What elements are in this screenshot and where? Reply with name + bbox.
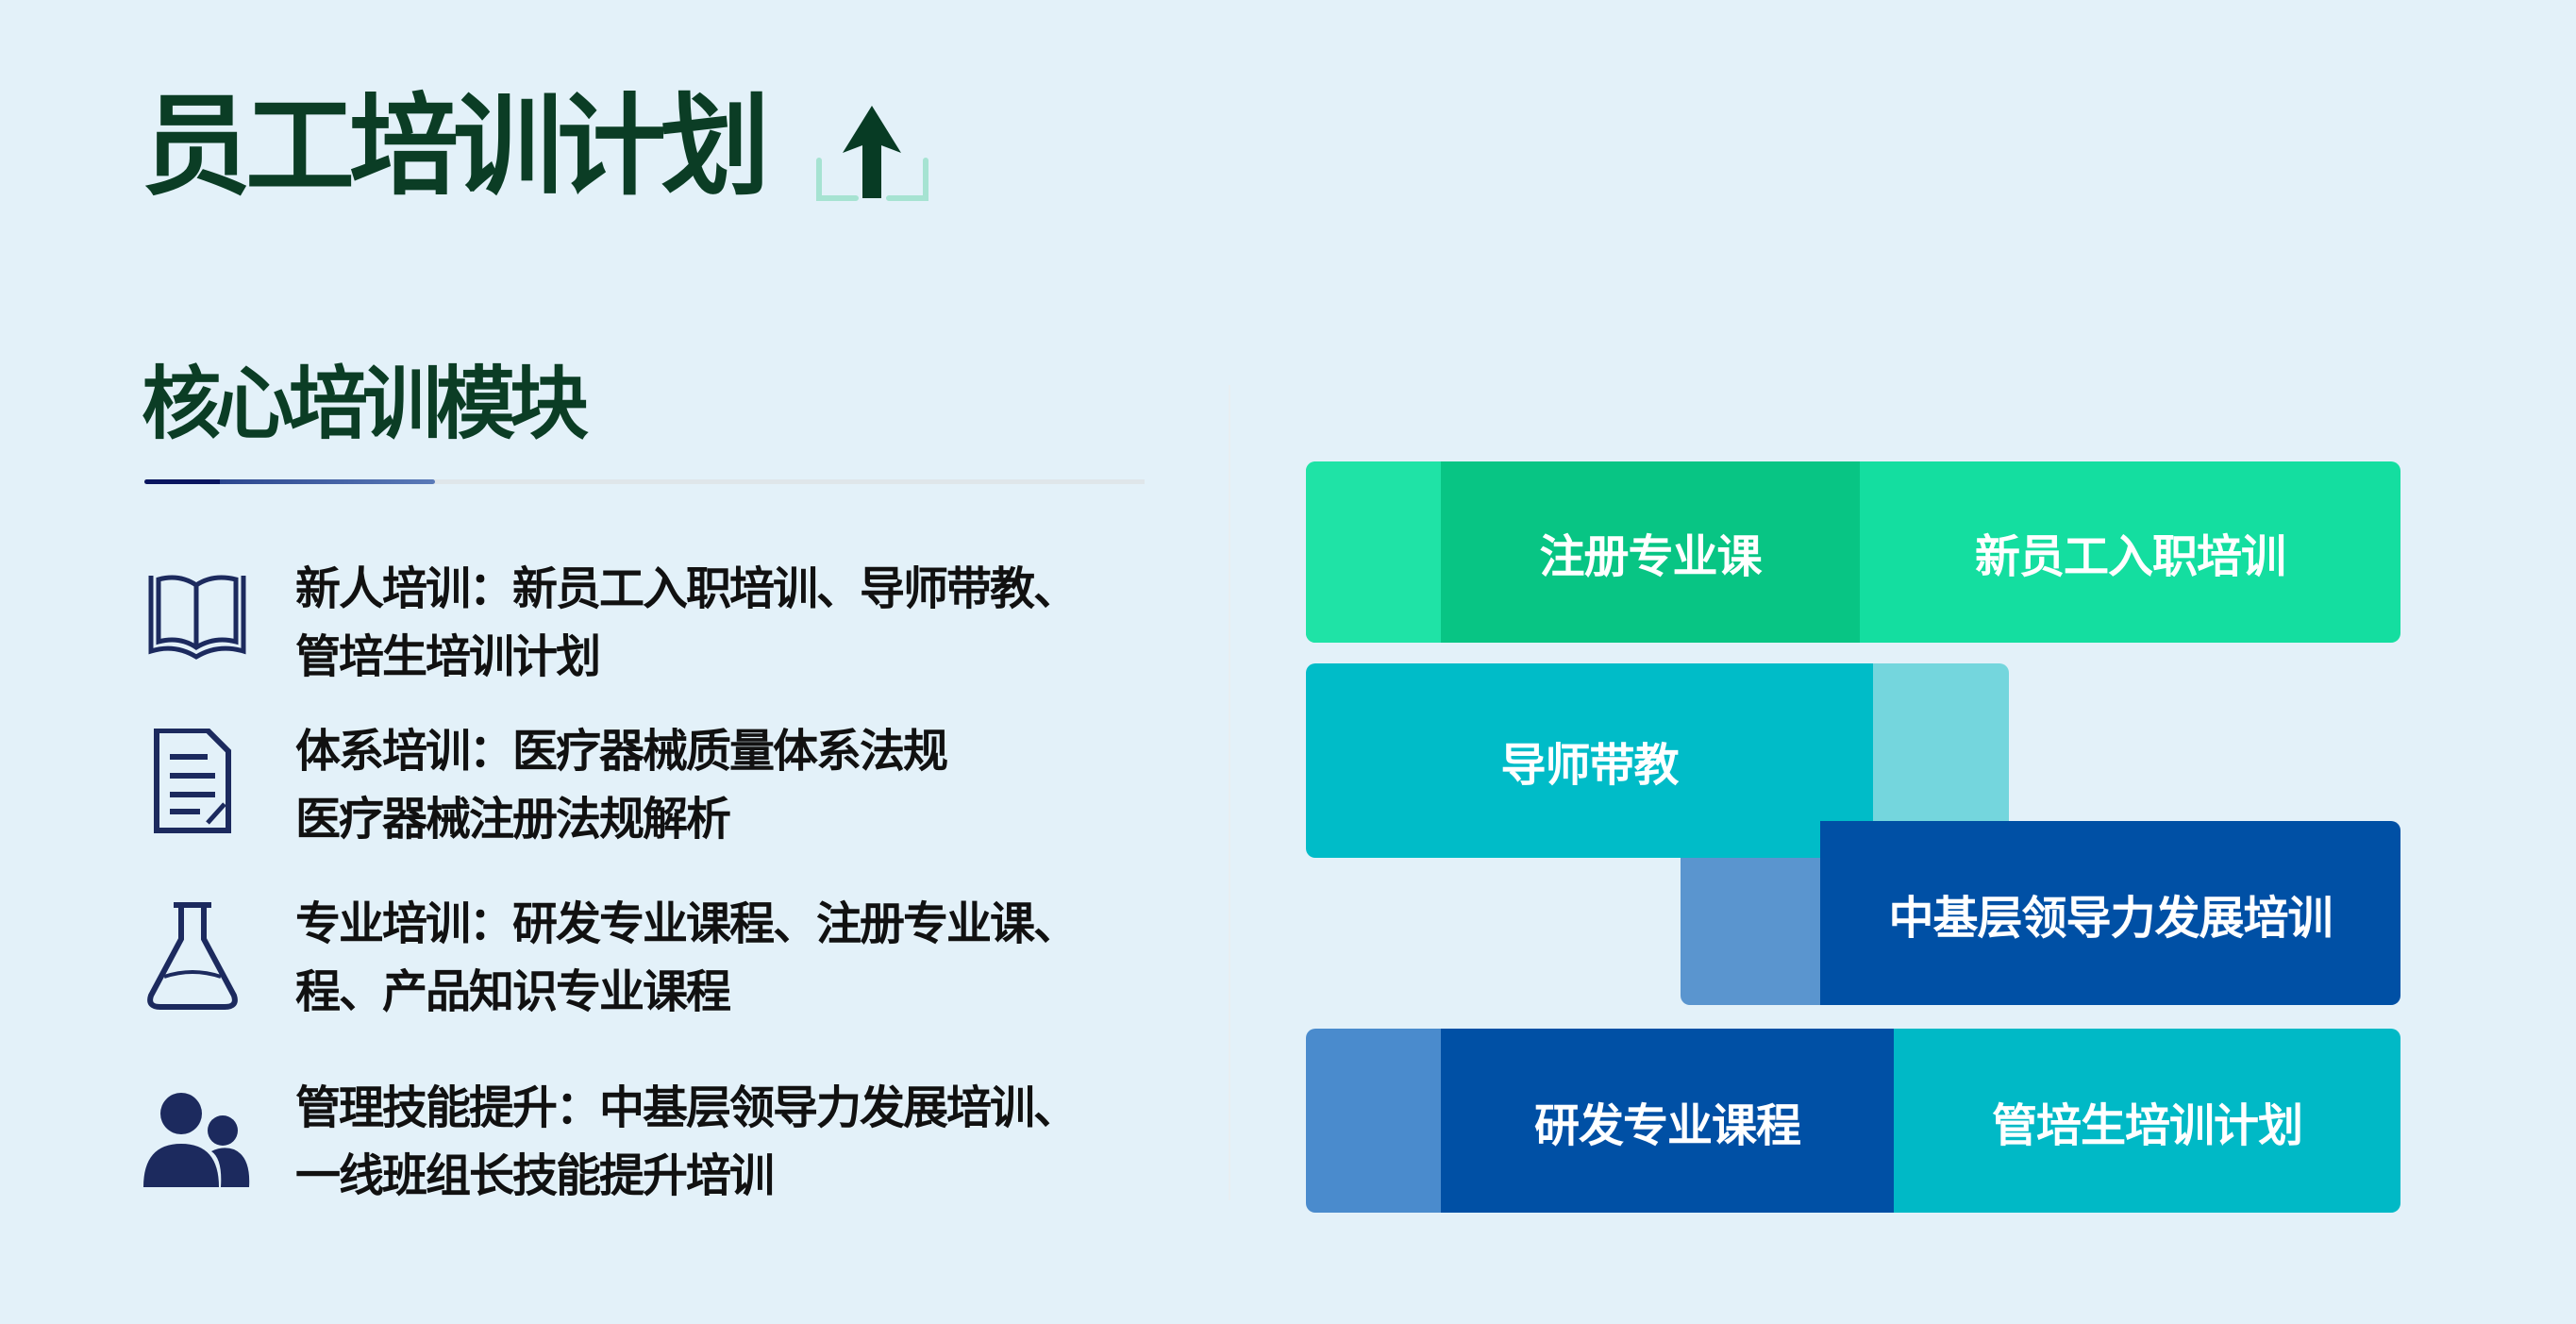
module-line: 专业培训：研发专业课程、注册专业课、 [295, 897, 1079, 950]
module-line: 新人培训：新员工入职培训、导师带教、 [295, 562, 1079, 615]
module-line: 程、产品知识专业课程 [295, 965, 731, 1018]
row-4-accent [1306, 1029, 1441, 1213]
module-line: 管培生培训计划 [295, 630, 601, 683]
module-line: 体系培训：医疗器械质量体系法规 [295, 725, 948, 778]
module-line: 一线班组长技能提升培训 [295, 1149, 775, 1202]
block-new-employee-onboarding: 新员工入职培训 [1974, 530, 2286, 583]
open-book-icon [148, 575, 246, 660]
block-management-trainee: 管培生培训计划 [1894, 1029, 2400, 1213]
section-title: 核心培训模块 [142, 358, 589, 450]
module-line: 管理技能提升：中基层领导力发展培训、 [295, 1081, 1079, 1134]
module-line: 医疗器械注册法规解析 [295, 793, 731, 846]
flask-icon [147, 902, 238, 1010]
users-icon [143, 1093, 250, 1187]
upload-arrow-icon [816, 106, 928, 201]
block-mentorship: 导师带教 [1306, 663, 1873, 858]
block-registration-course: 注册专业课 [1441, 461, 1860, 643]
vertical-divider [1229, 385, 1230, 1200]
row-1-accent [1306, 461, 1441, 643]
page-title: 员工培训计划 [142, 83, 770, 210]
row-3-accent [1681, 858, 1820, 1005]
block-rd-course: 研发专业课程 [1441, 1029, 1894, 1213]
row-2-accent [1873, 663, 2009, 821]
block-leadership-development: 中基层领导力发展培训 [1820, 821, 2400, 1005]
section-underline [144, 479, 1145, 484]
document-icon [154, 729, 231, 833]
